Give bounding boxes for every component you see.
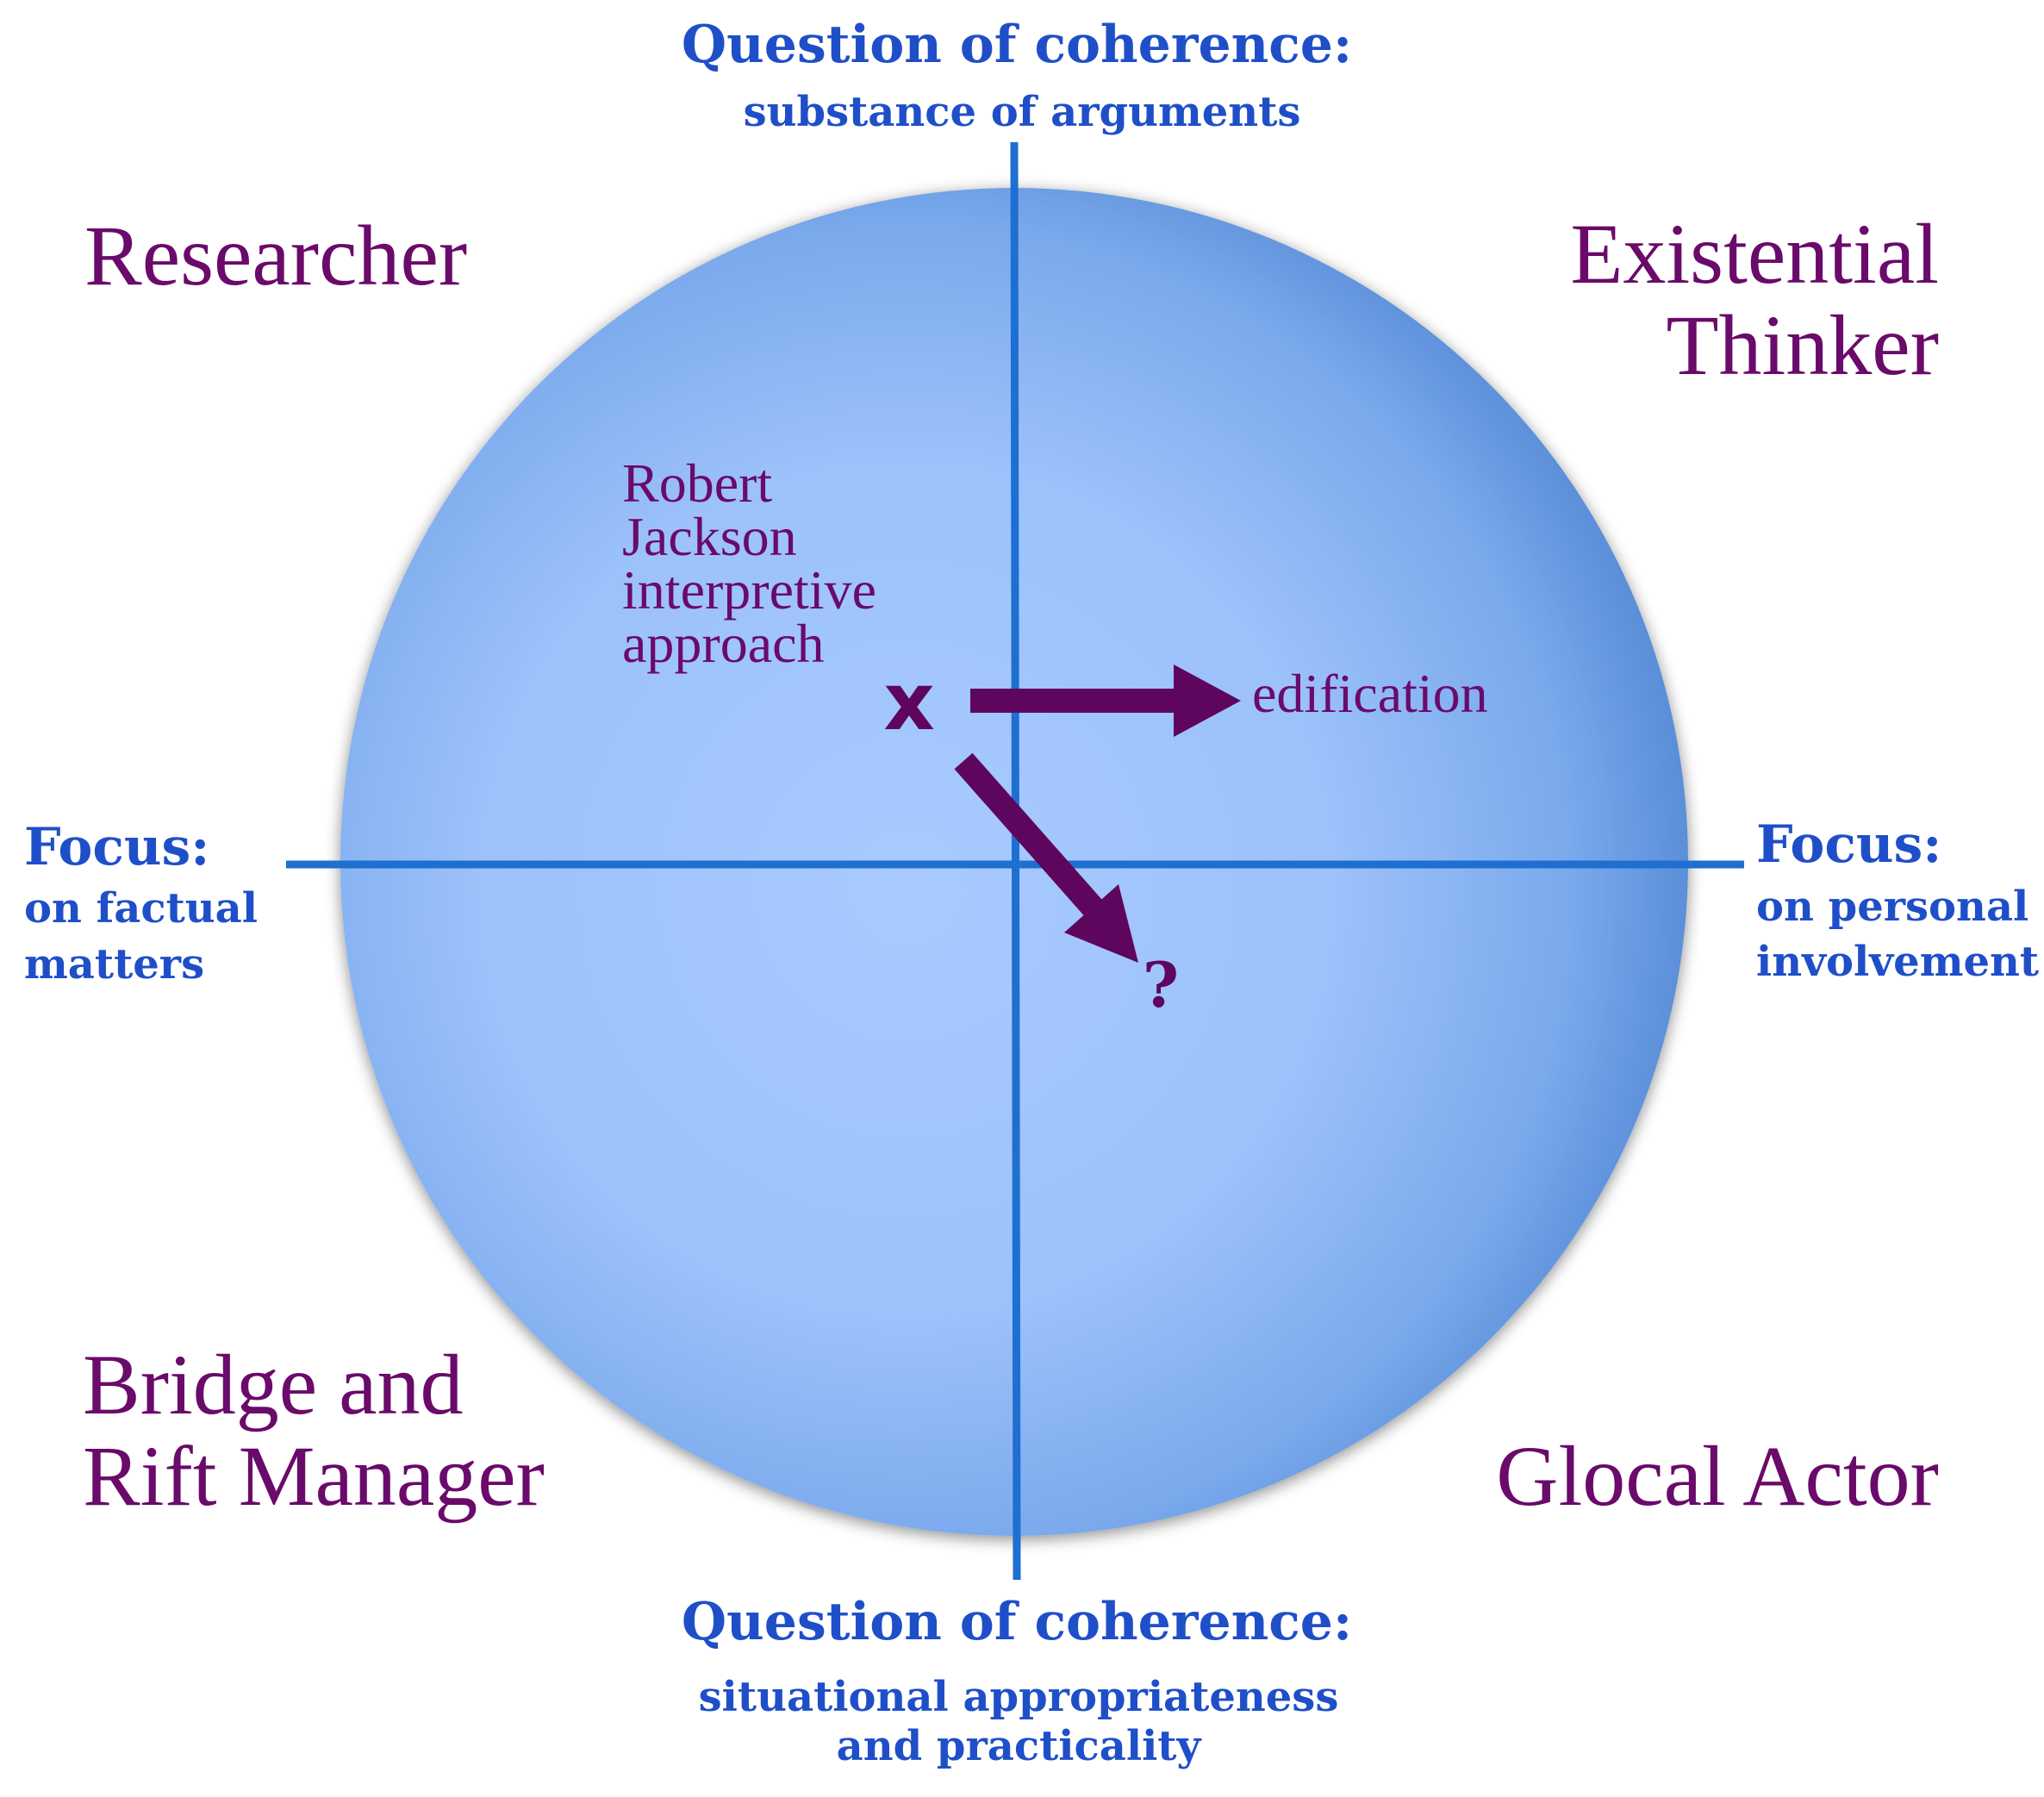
left-axis-subtitle-line: matters — [24, 940, 204, 989]
vertical-axis-line — [1010, 141, 1021, 1581]
position-label-line: Jackson — [622, 506, 797, 567]
quadrant-top-left-label: Researcher — [84, 208, 467, 303]
right-axis-heading: Focus: — [1756, 814, 1941, 875]
quadrant-bottom-left-label-line: Bridge and — [83, 1337, 464, 1432]
edification-arrow — [970, 665, 1241, 737]
position-marker: x — [883, 656, 934, 748]
top-axis-subtitle: substance of arguments — [744, 88, 1301, 136]
top-axis-heading: Question of coherence: — [682, 15, 1352, 75]
edification-label: edification — [1252, 663, 1488, 724]
bottom-axis-subtitle-line: and practicality — [837, 1722, 1203, 1770]
position-label-line: Robert — [622, 452, 772, 514]
quadrant-bottom-left-label-line: Rift Manager — [83, 1428, 545, 1524]
left-axis-subtitle-line: on factual — [24, 884, 258, 933]
right-axis-subtitle-line: on personal — [1756, 883, 2028, 931]
bottom-axis-subtitle-line: situational appropriateness — [699, 1673, 1339, 1721]
right-axis-subtitle-line: involvement — [1756, 938, 2039, 986]
quadrant-top-right-label-line: Thinker — [1666, 297, 1939, 393]
quadrant-bottom-right-label: Glocal Actor — [1496, 1428, 1939, 1524]
position-label-line: approach — [622, 613, 825, 674]
diagonal-arrow — [954, 752, 1138, 963]
diagonal-arrow-label: ? — [1143, 948, 1179, 1021]
quadrant-top-right-label-line: Existential — [1570, 206, 1939, 302]
bottom-axis-heading: Question of coherence: — [682, 1592, 1352, 1652]
left-axis-heading: Focus: — [24, 817, 209, 877]
position-label-line: interpretive — [622, 559, 876, 621]
